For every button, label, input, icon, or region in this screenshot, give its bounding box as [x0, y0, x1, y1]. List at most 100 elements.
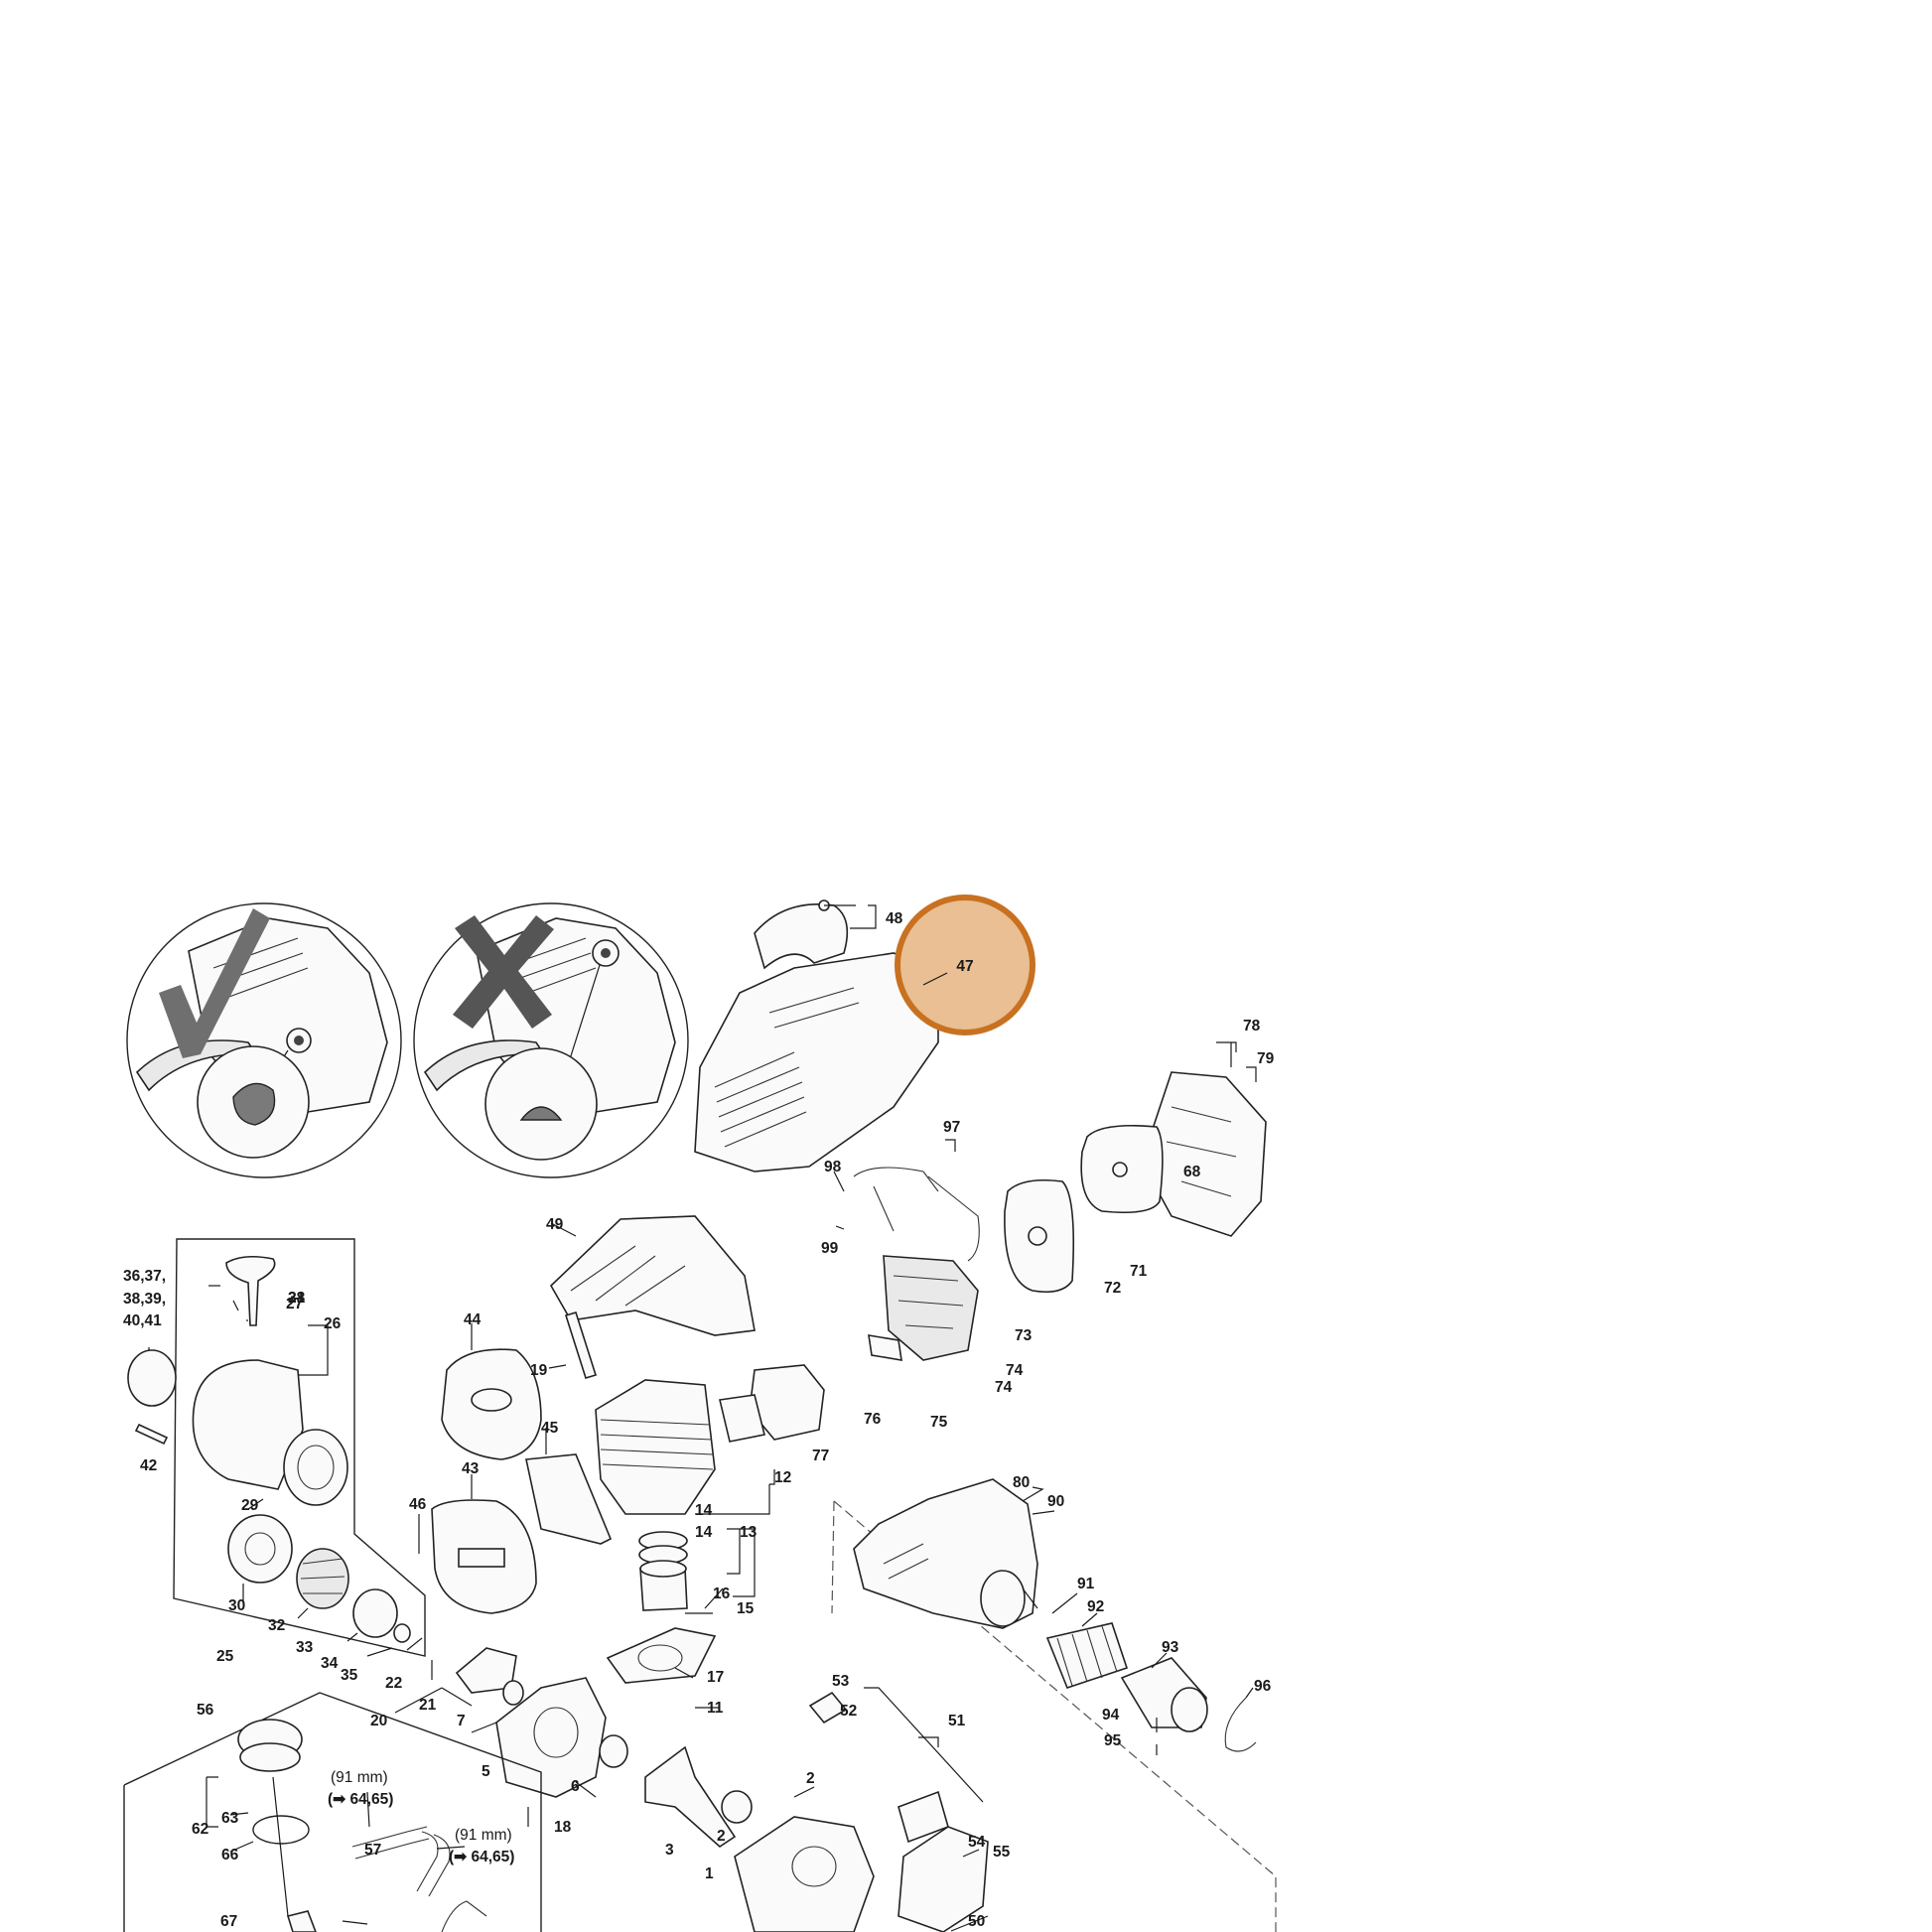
callout-17: 17: [707, 1669, 724, 1686]
crankshaft-11: [644, 1745, 737, 1849]
inset-circle-wrong: [413, 902, 689, 1178]
callout-75: 75: [930, 1414, 948, 1431]
callout-44: 44: [464, 1311, 482, 1328]
clutch-drum-93: [1045, 1622, 1129, 1689]
callout-63: 63: [221, 1810, 239, 1827]
callout-29: 29: [241, 1497, 259, 1514]
callout-20: 20: [370, 1713, 387, 1729]
callout-12: 12: [774, 1469, 791, 1486]
callout-40-41: 40,41: [123, 1312, 162, 1329]
callout-35: 35: [341, 1667, 358, 1684]
fuel-box-57: [123, 1692, 542, 1932]
fuel-line-lower: [441, 1900, 487, 1932]
rewind-spring-28: [283, 1429, 348, 1506]
callout-53: 53: [832, 1673, 850, 1690]
callout-94: 94: [1102, 1707, 1120, 1724]
callout-79: 79: [1257, 1050, 1275, 1067]
cylinder-group: [431, 1215, 756, 1614]
callout-54: 54: [968, 1834, 986, 1851]
gasket-17: [606, 1627, 717, 1684]
fuel-tank-group: [123, 1692, 542, 1932]
callout-48: 48: [886, 910, 903, 927]
starter-box-25: [173, 1238, 426, 1657]
leader-lines: [148, 904, 1257, 1932]
gearbox-group: [808, 1478, 1277, 1932]
callout-49: 49: [546, 1216, 564, 1233]
highlight-circle[interactable]: [895, 895, 1035, 1035]
callout-71: 71: [1130, 1263, 1148, 1280]
callout-36-37: 36,37,: [123, 1268, 166, 1285]
note-length-1: (91 mm): [331, 1769, 388, 1786]
callout-91: 91: [1077, 1576, 1095, 1592]
callout-3: 3: [665, 1842, 674, 1859]
air-filter-group: [1004, 1071, 1267, 1294]
decal-36-41: [127, 1349, 177, 1407]
fuel-line-65: [416, 1831, 451, 1897]
callout-90: 90: [1047, 1493, 1064, 1510]
callout-6: 6: [571, 1778, 580, 1795]
carburetor-group: [719, 1167, 980, 1443]
callout-92: 92: [1087, 1598, 1104, 1615]
callout-62: 62: [192, 1821, 208, 1838]
pulley-29: [227, 1514, 293, 1584]
callout-21: 21: [419, 1697, 437, 1714]
o-ring-67: [252, 1815, 310, 1845]
cover-48: [754, 903, 849, 970]
callout-13: 13: [740, 1524, 758, 1541]
check-mark-icon: [159, 908, 270, 1058]
callout-93: 93: [1162, 1639, 1179, 1656]
callout-26: 26: [324, 1315, 342, 1332]
callout-98: 98: [824, 1159, 842, 1175]
callout-72: 72: [1104, 1280, 1121, 1297]
callout-74: 74: [995, 1379, 1013, 1396]
callout-19: 19: [530, 1362, 548, 1379]
crankcase-half-1: [734, 1816, 875, 1932]
callout-34: 34: [321, 1655, 339, 1672]
callout-96: 96: [1254, 1678, 1272, 1695]
callout-77: 77: [812, 1448, 829, 1464]
callout-2: 2: [717, 1828, 726, 1845]
callout-38-39: 38,39,: [123, 1291, 166, 1308]
callout-56: 56: [197, 1702, 214, 1719]
shroud-50: [549, 1215, 756, 1336]
callout-33: 33: [296, 1639, 314, 1656]
zoom-circle-wrong: [484, 1047, 598, 1161]
callout-14: 14: [695, 1524, 713, 1541]
inset-wrong-detail: [413, 902, 689, 1178]
highlight-marker[interactable]: 47: [895, 895, 1035, 1035]
heat-shield-45: [525, 1453, 613, 1545]
callout-labels: 1223567111213141415161718192021222526272…: [0, 0, 1275, 1930]
note-ref-1: (➡ 64,65): [328, 1791, 393, 1808]
starter-group: [127, 1238, 426, 1657]
carburetor-75: [883, 1255, 979, 1361]
callout-43: 43: [462, 1460, 480, 1477]
callout-50: 50: [968, 1913, 985, 1930]
ignition-coil-52: [897, 1790, 949, 1844]
callout-22: 22: [385, 1675, 402, 1692]
callout-47[interactable]: 47: [956, 958, 973, 975]
callout-18: 18: [554, 1819, 572, 1836]
callout-97: 97: [943, 1119, 960, 1136]
callout-95: 95: [1104, 1732, 1122, 1749]
callout-51: 51: [948, 1713, 966, 1729]
bearing-6: [599, 1734, 628, 1768]
callout-2: 2: [806, 1770, 815, 1787]
callout-45: 45: [541, 1420, 559, 1437]
gasket-74: [868, 1334, 902, 1361]
callout-74: 74: [1006, 1362, 1024, 1379]
callout-25: 25: [216, 1648, 234, 1665]
note-length-2: (91 mm): [455, 1827, 512, 1844]
callout-100: 100: [0, 0, 26, 4]
starter-handle-31: [225, 1255, 276, 1326]
callout-73: 73: [1015, 1327, 1033, 1344]
inset-circle-correct: [126, 902, 402, 1178]
screw-42: [134, 1423, 169, 1446]
callout-5: 5: [482, 1763, 490, 1780]
callout-28: 28: [288, 1290, 306, 1307]
callout-67: 67: [220, 1913, 237, 1930]
crankcase-group: [455, 1627, 875, 1932]
callout-52: 52: [840, 1703, 857, 1720]
callout-11: 11: [707, 1700, 724, 1717]
inset-correct-detail: [126, 902, 402, 1178]
